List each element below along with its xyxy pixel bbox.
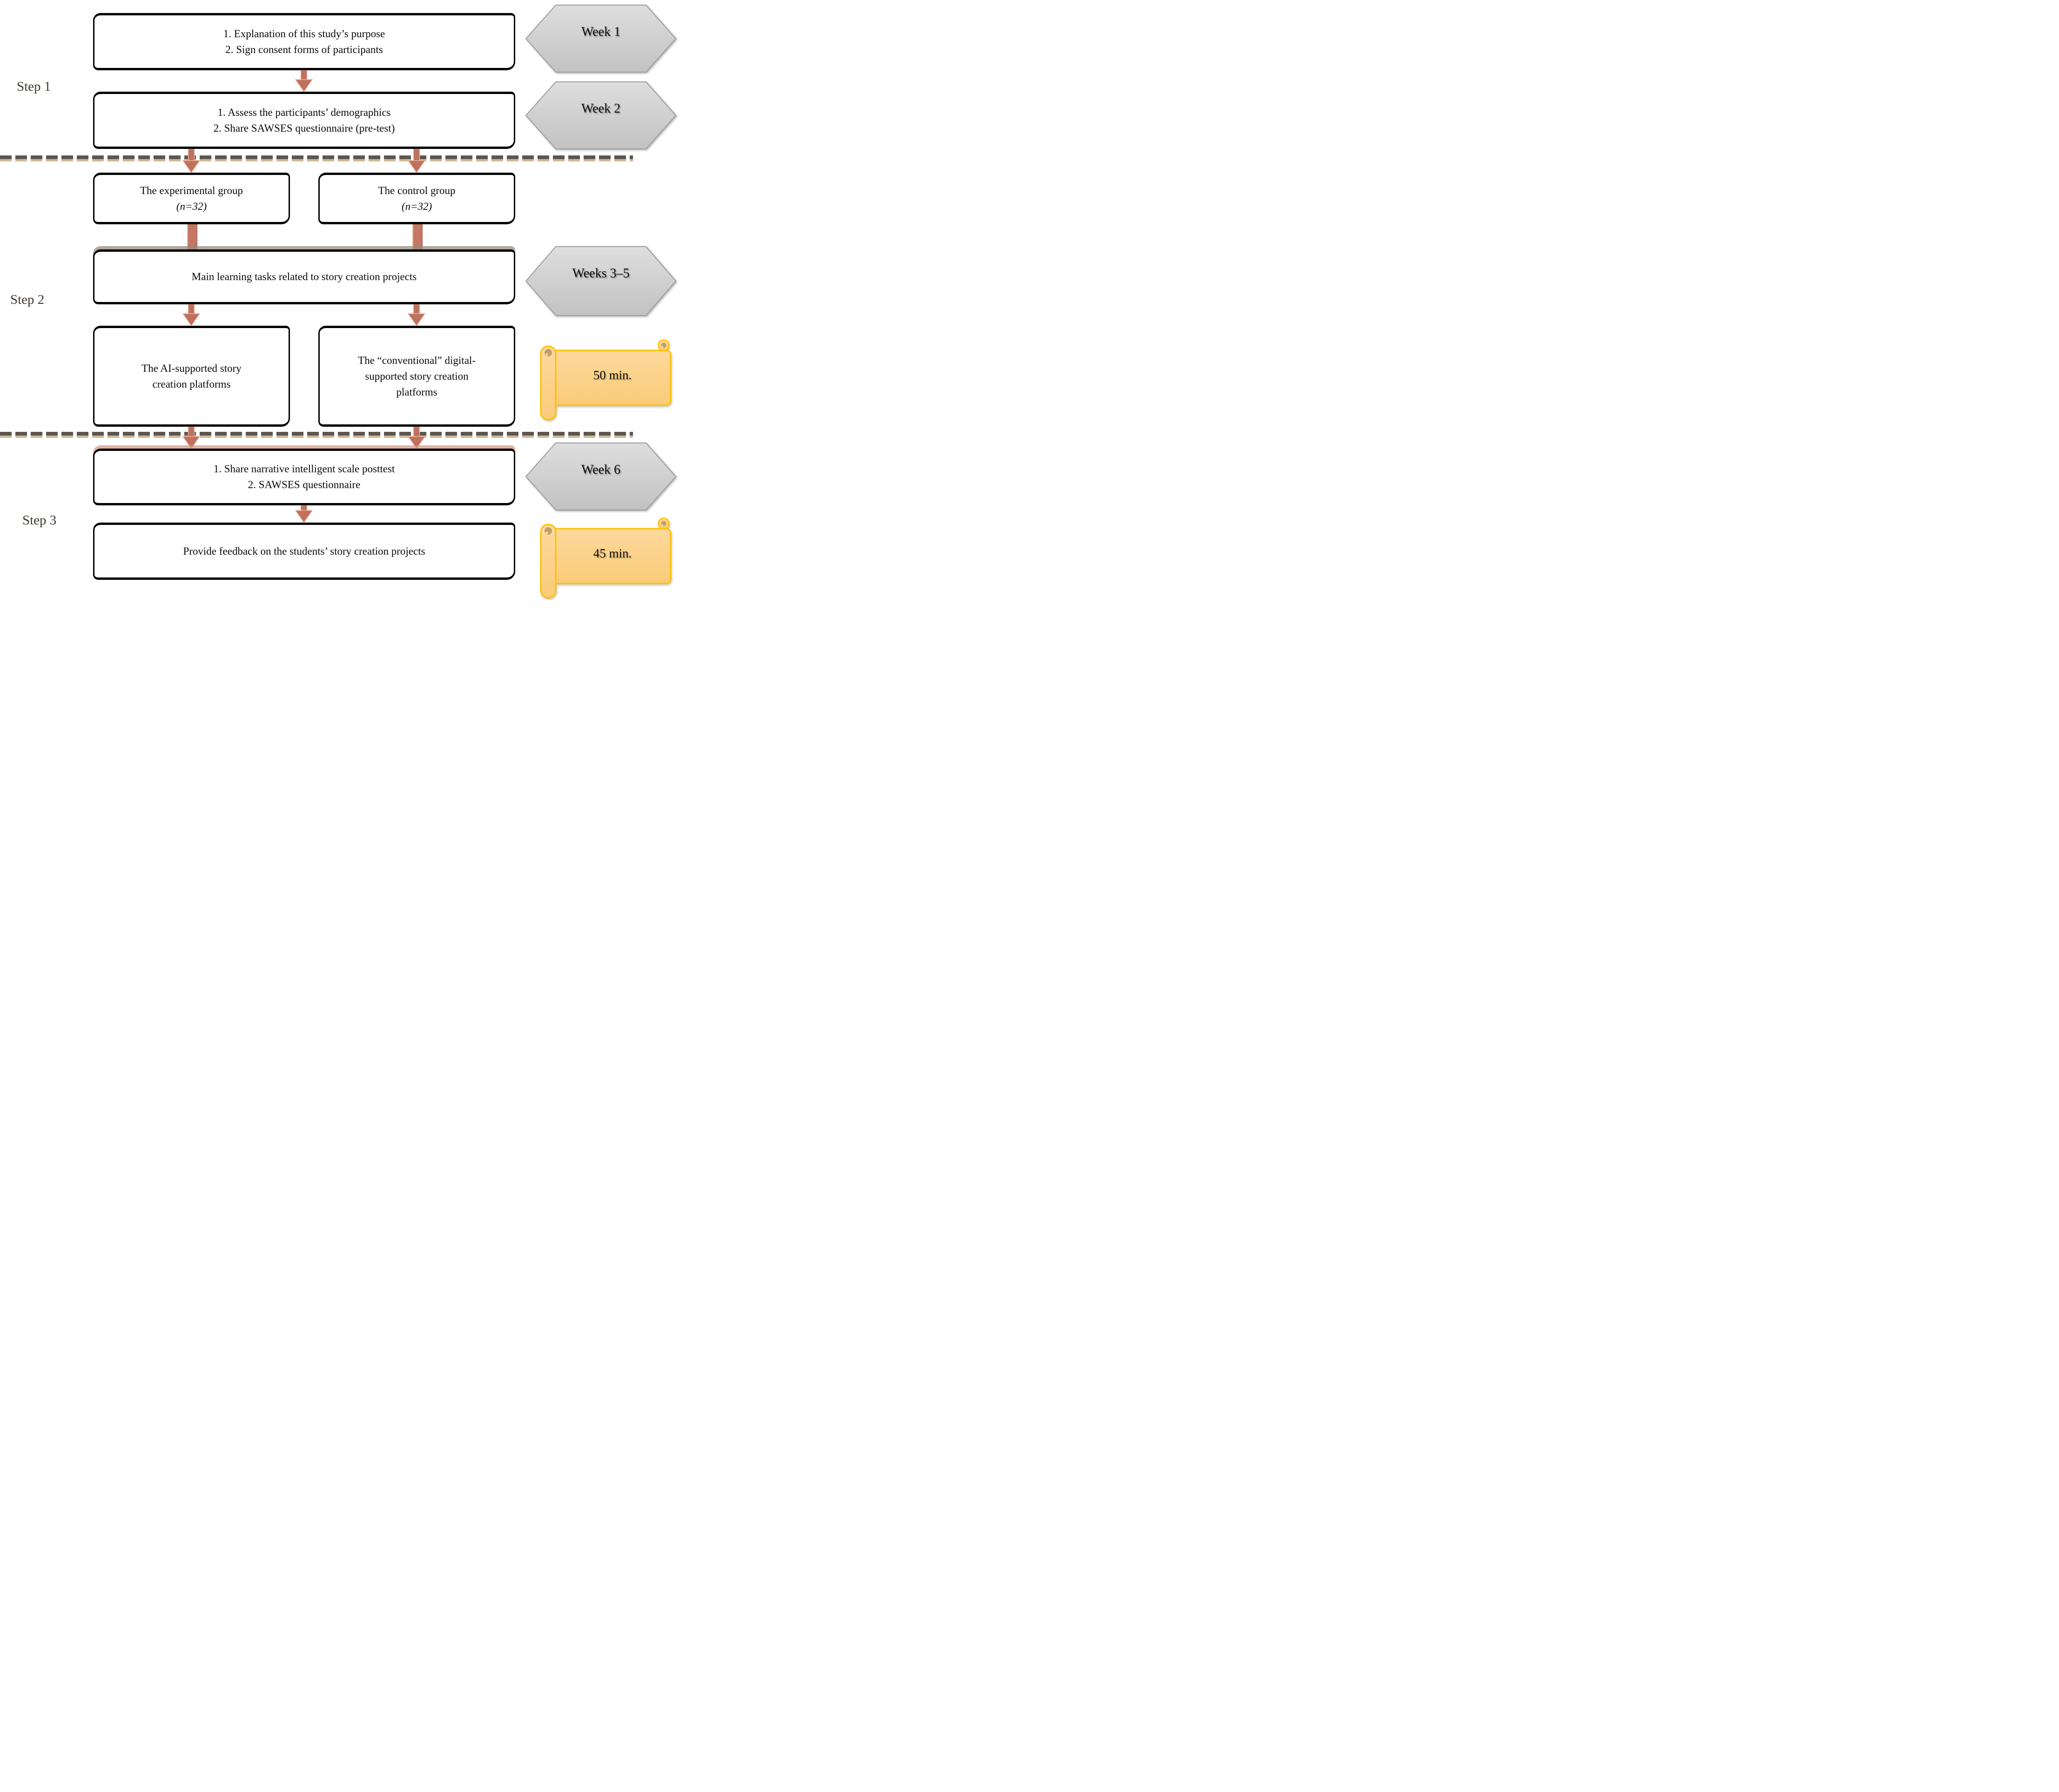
week6-hexagon: Week 6 [525, 443, 677, 510]
posttest-line1: 1. Share narrative intelligent scale pos… [213, 463, 395, 475]
scroll-left-roll-notch [545, 527, 552, 535]
arrow-ai-to-posttest [182, 427, 201, 449]
ai-platforms-box: The AI-supported story creation platform… [93, 326, 290, 427]
duration-50min-label: 50 min. [593, 368, 632, 382]
scroll-top-curl-dot [661, 524, 664, 526]
scroll-left-roll-dot [545, 531, 548, 534]
week1-hexagon-shape [525, 5, 677, 73]
step1-step2-divider [0, 155, 633, 161]
arrow-intro-to-pretest [295, 70, 313, 92]
conventional-platforms-line3: platforms [396, 386, 437, 398]
pretest-line1: 1. Assess the participants’ demographics [217, 106, 391, 118]
step3-label: Step 3 [22, 513, 57, 528]
scroll-left-roll-notch [545, 349, 552, 356]
week6-label: Week 6 [581, 463, 620, 477]
week2-label: Week 2 [581, 101, 620, 116]
connector-experimental-to-main [187, 224, 197, 251]
conventional-platforms-box: The “conventional” digital- supported st… [318, 326, 515, 427]
week6-hexagon-shape [525, 443, 677, 510]
experimental-group-box: The experimental group (n=32) [93, 173, 290, 224]
arrow-pretest-to-experimental [182, 149, 201, 173]
weeks35-hexagon-shape [525, 246, 677, 316]
main-tasks-box: Main learning tasks related to story cre… [93, 249, 515, 304]
pretest-box: 1. Assess the participants’ demographics… [93, 92, 515, 149]
step2-label: Step 2 [10, 292, 45, 307]
study-procedure-flowchart: Step 1 Step 2 Step 3 1. Explanation of t… [0, 0, 686, 600]
control-group-box: The control group (n=32) [318, 173, 515, 224]
weeks35-hexagon: Weeks 3–5 [525, 246, 677, 316]
step2-step3-divider [0, 432, 633, 438]
intro-line2: 2. Sign consent forms of participants [225, 43, 383, 55]
pretest-line2: 2. Share SAWSES questionnaire (pre-test) [213, 122, 395, 134]
arrow-posttest-to-feedback [295, 505, 313, 523]
ai-platforms-line1: The AI-supported story [141, 362, 242, 374]
scroll-left-roll [540, 524, 557, 599]
posttest-box: 1. Share narrative intelligent scale pos… [93, 449, 515, 505]
feedback-box: Provide feedback on the students’ story … [93, 523, 515, 580]
arrow-main-to-ai [182, 304, 201, 326]
week2-hexagon: Week 2 [525, 81, 677, 149]
conventional-platforms-line1: The “conventional” digital- [358, 354, 476, 366]
control-group-line1: The control group [378, 184, 456, 196]
week1-label: Week 1 [581, 25, 620, 39]
posttest-line2: 2. SAWSES questionnaire [248, 479, 361, 490]
week1-hexagon: Week 1 [525, 5, 677, 73]
main-tasks-line1: Main learning tasks related to story cre… [191, 271, 417, 282]
intro-line1: 1. Explanation of this study’s purpose [223, 27, 385, 40]
arrow-conventional-to-posttest [407, 427, 426, 449]
duration-50min-scroll: 50 min. [540, 339, 672, 421]
experimental-group-line1: The experimental group [140, 184, 243, 196]
step1-label: Step 1 [17, 79, 51, 94]
conventional-platforms-line2: supported story creation [365, 370, 469, 382]
weeks35-label: Weeks 3–5 [572, 266, 630, 281]
arrow-pretest-to-control [407, 149, 426, 173]
arrow-main-to-conventional [407, 304, 426, 326]
feedback-line1: Provide feedback on the students’ story … [183, 545, 425, 557]
experimental-group-n: (n=32) [176, 200, 207, 212]
intro-box: 1. Explanation of this study’s purpose 2… [93, 13, 515, 70]
connector-control-to-main [412, 224, 423, 251]
ai-platforms-line2: creation platforms [152, 378, 231, 390]
scroll-top-curl-dot [661, 346, 664, 348]
week2-hexagon-shape [525, 81, 677, 149]
duration-45min-label: 45 min. [593, 546, 632, 560]
scroll-left-roll [540, 345, 557, 421]
control-group-n: (n=32) [401, 200, 432, 212]
duration-45min-scroll: 45 min. [540, 517, 672, 599]
scroll-left-roll-dot [545, 353, 548, 356]
